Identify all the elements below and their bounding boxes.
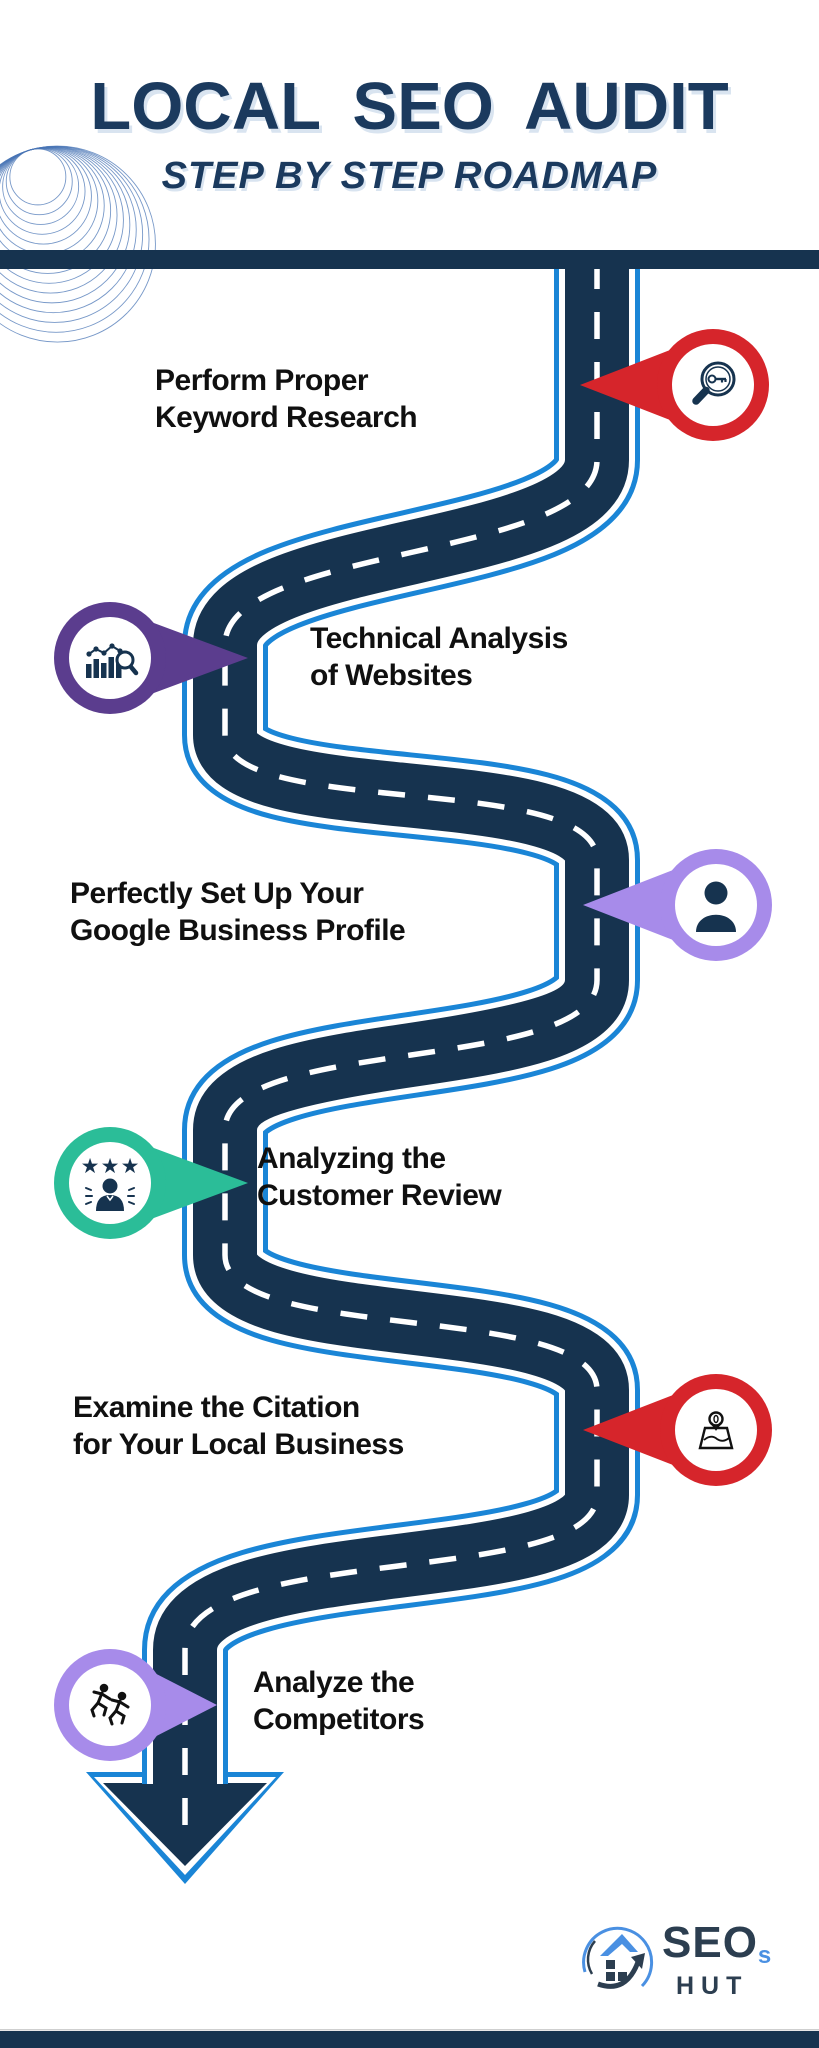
step-pin-customer-review: ★ ★ ★: [54, 1127, 248, 1239]
seo-hut-logo: SEOs HUT: [578, 1920, 772, 2000]
svg-text:★: ★: [101, 1154, 120, 1178]
person-icon: [696, 881, 736, 932]
bottom-hairline: [0, 2029, 819, 2031]
swirl-decoration: [0, 145, 156, 343]
competitors-icon: [90, 1683, 130, 1726]
step-label-business-profile: Perfectly Set Up Your Google Business Pr…: [70, 877, 406, 947]
map-location-icon: [698, 1411, 734, 1450]
customer-review-icon: ★ ★ ★: [81, 1154, 140, 1211]
step-pin-keyword-research: [580, 329, 769, 441]
step-pin-business-profile: [583, 849, 772, 961]
svg-text:★: ★: [81, 1154, 100, 1178]
page-title: LOCAL SEO AUDIT: [90, 69, 729, 144]
keyword-search-icon: [692, 361, 736, 405]
step-label-technical-analysis: Technical Analysis of Websites: [310, 622, 568, 692]
seo-hut-logo-icon: [582, 1926, 654, 1989]
logo-brand-subtext: HUT: [676, 1971, 749, 2000]
top-divider-bar: [0, 250, 819, 269]
chart-analysis-icon: [86, 643, 139, 678]
bottom-bar: [0, 2031, 819, 2048]
step-pin-citation: [583, 1374, 772, 1486]
step-pin-technical-analysis: [54, 602, 248, 714]
roadmap-road: [142, 252, 640, 1846]
page-subtitle: STEP BY STEP ROADMAP: [161, 155, 658, 197]
step-label-competitors: Analyze the Competitors: [253, 1666, 425, 1736]
step-label-citation: Examine the Citation for Your Local Busi…: [73, 1391, 404, 1461]
logo-brand-text: SEOs: [662, 1917, 773, 1969]
step-label-keyword-research: Perform Proper Keyword Research: [155, 364, 418, 434]
step-pin-competitors: [54, 1649, 217, 1761]
road-end-arrow: [86, 1772, 284, 1884]
step-label-customer-review: Analyzing the Customer Review: [257, 1142, 502, 1212]
svg-text:★: ★: [121, 1154, 140, 1178]
